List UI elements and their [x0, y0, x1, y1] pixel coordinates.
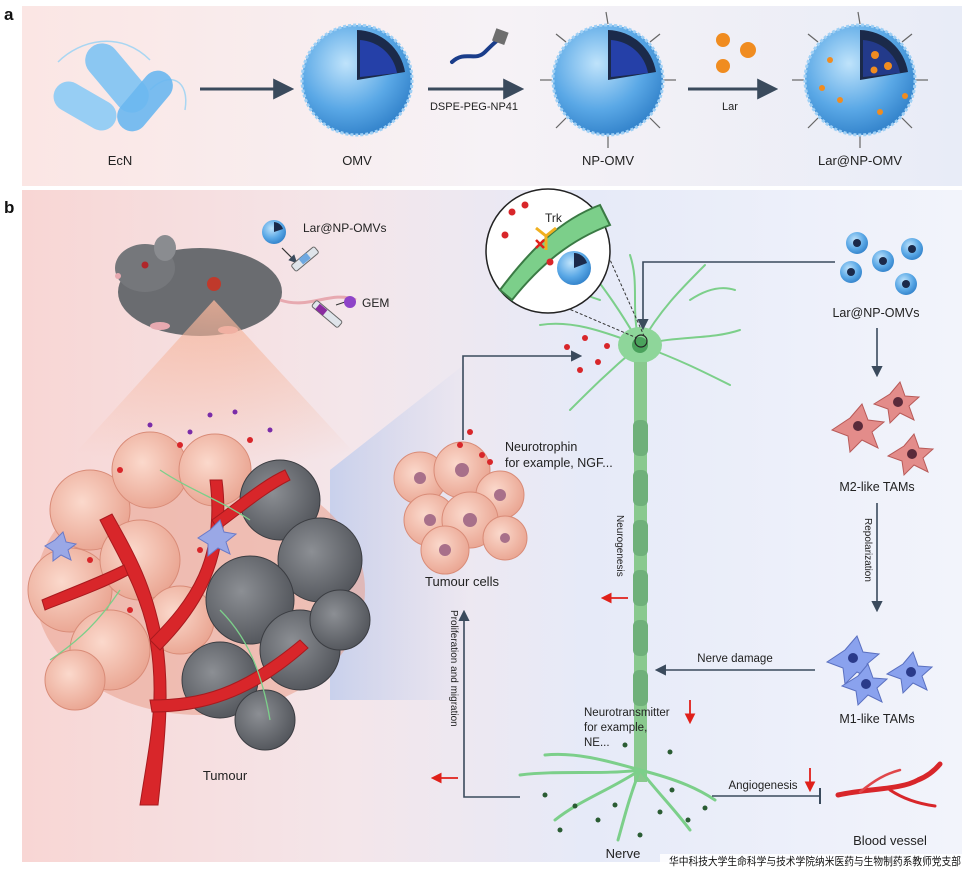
lar-np-omv-vesicle-illustration — [792, 11, 928, 148]
nerve-damage-label: Nerve damage — [697, 653, 772, 665]
syringe-gem-icon — [311, 296, 356, 328]
m2-tams-illustration — [830, 381, 935, 477]
tumour-cells-label: Tumour cells — [425, 574, 499, 589]
np-omv-vesicle-illustration — [540, 11, 676, 148]
arrow-neurotrophin-to-neuron — [462, 350, 583, 440]
syringe-omv-icon — [262, 220, 319, 272]
panel-a-background — [22, 6, 962, 186]
tumour-mass-illustration — [27, 409, 371, 806]
ecn-bacteria-illustration — [53, 40, 187, 132]
neurotransmitter-line3: NE... — [584, 737, 610, 749]
mouse-injection-label: Lar@NP-OMVs — [303, 221, 387, 235]
neurotransmitter-line1: Neurotransmitter — [584, 707, 670, 719]
m1-label: M1-like TAMs — [839, 712, 914, 726]
angiogenesis-label: Angiogenesis — [728, 780, 797, 792]
omv-vesicle-illustration — [300, 23, 414, 137]
watermark-text: 华中科技大学生命科学与技术学院纳米医药与生物制药系教师党支部 — [669, 854, 961, 868]
m2-label: M2-like TAMs — [839, 480, 914, 494]
receptor-magnifier-illustration — [485, 188, 646, 339]
zoom-cone — [60, 300, 370, 470]
right-omv-label: Lar@NP-OMVs — [832, 306, 919, 320]
arrow-nerve-to-tumour-cells — [458, 609, 520, 798]
stage-label-lar-np-omv: Lar@NP-OMV — [818, 153, 902, 168]
repolarization-label: Repolarization — [862, 518, 873, 582]
dspe-peg-np41-icon — [450, 28, 509, 64]
blood-vessel-label: Blood vessel — [853, 833, 927, 848]
watermark-background — [660, 854, 962, 868]
tumour-cells-illustration — [393, 429, 528, 575]
neurogenesis-label: Neurogenesis — [614, 515, 625, 577]
tumour-label: Tumour — [203, 768, 248, 783]
neuron-illustration — [518, 254, 741, 842]
neurotrophin-label-line1: Neurotrophin — [505, 440, 577, 454]
panel-b-letter: b — [4, 198, 14, 217]
arrow-label-dspe-peg-np41: DSPE-PEG-NP41 — [430, 101, 518, 113]
neurotrophin-dots — [564, 335, 610, 373]
mouse-drug-label: GEM — [362, 296, 389, 310]
panel-a-letter: a — [4, 5, 14, 24]
stage-label-omv: OMV — [342, 153, 372, 168]
neurotransmitter-line2: for example, — [584, 722, 647, 734]
m1-tams-illustration — [825, 635, 934, 707]
lar-molecules-icon — [716, 33, 756, 73]
stage-label-ecn: EcN — [108, 153, 133, 168]
stage-label-np-omv: NP-OMV — [582, 153, 634, 168]
arrow-omvs-to-neuron — [637, 261, 835, 331]
omv-cluster-illustration — [840, 232, 923, 295]
arrow-label-lar: Lar — [722, 101, 738, 113]
proliferation-label: Proliferation and migration — [448, 610, 459, 727]
blood-vessel-illustration — [835, 761, 943, 808]
nerve-label: Nerve — [606, 846, 641, 861]
receptor-label: Trk — [545, 211, 563, 225]
mouse-illustration — [115, 235, 357, 336]
neurotrophin-label-line2: for example, NGF... — [505, 456, 613, 470]
